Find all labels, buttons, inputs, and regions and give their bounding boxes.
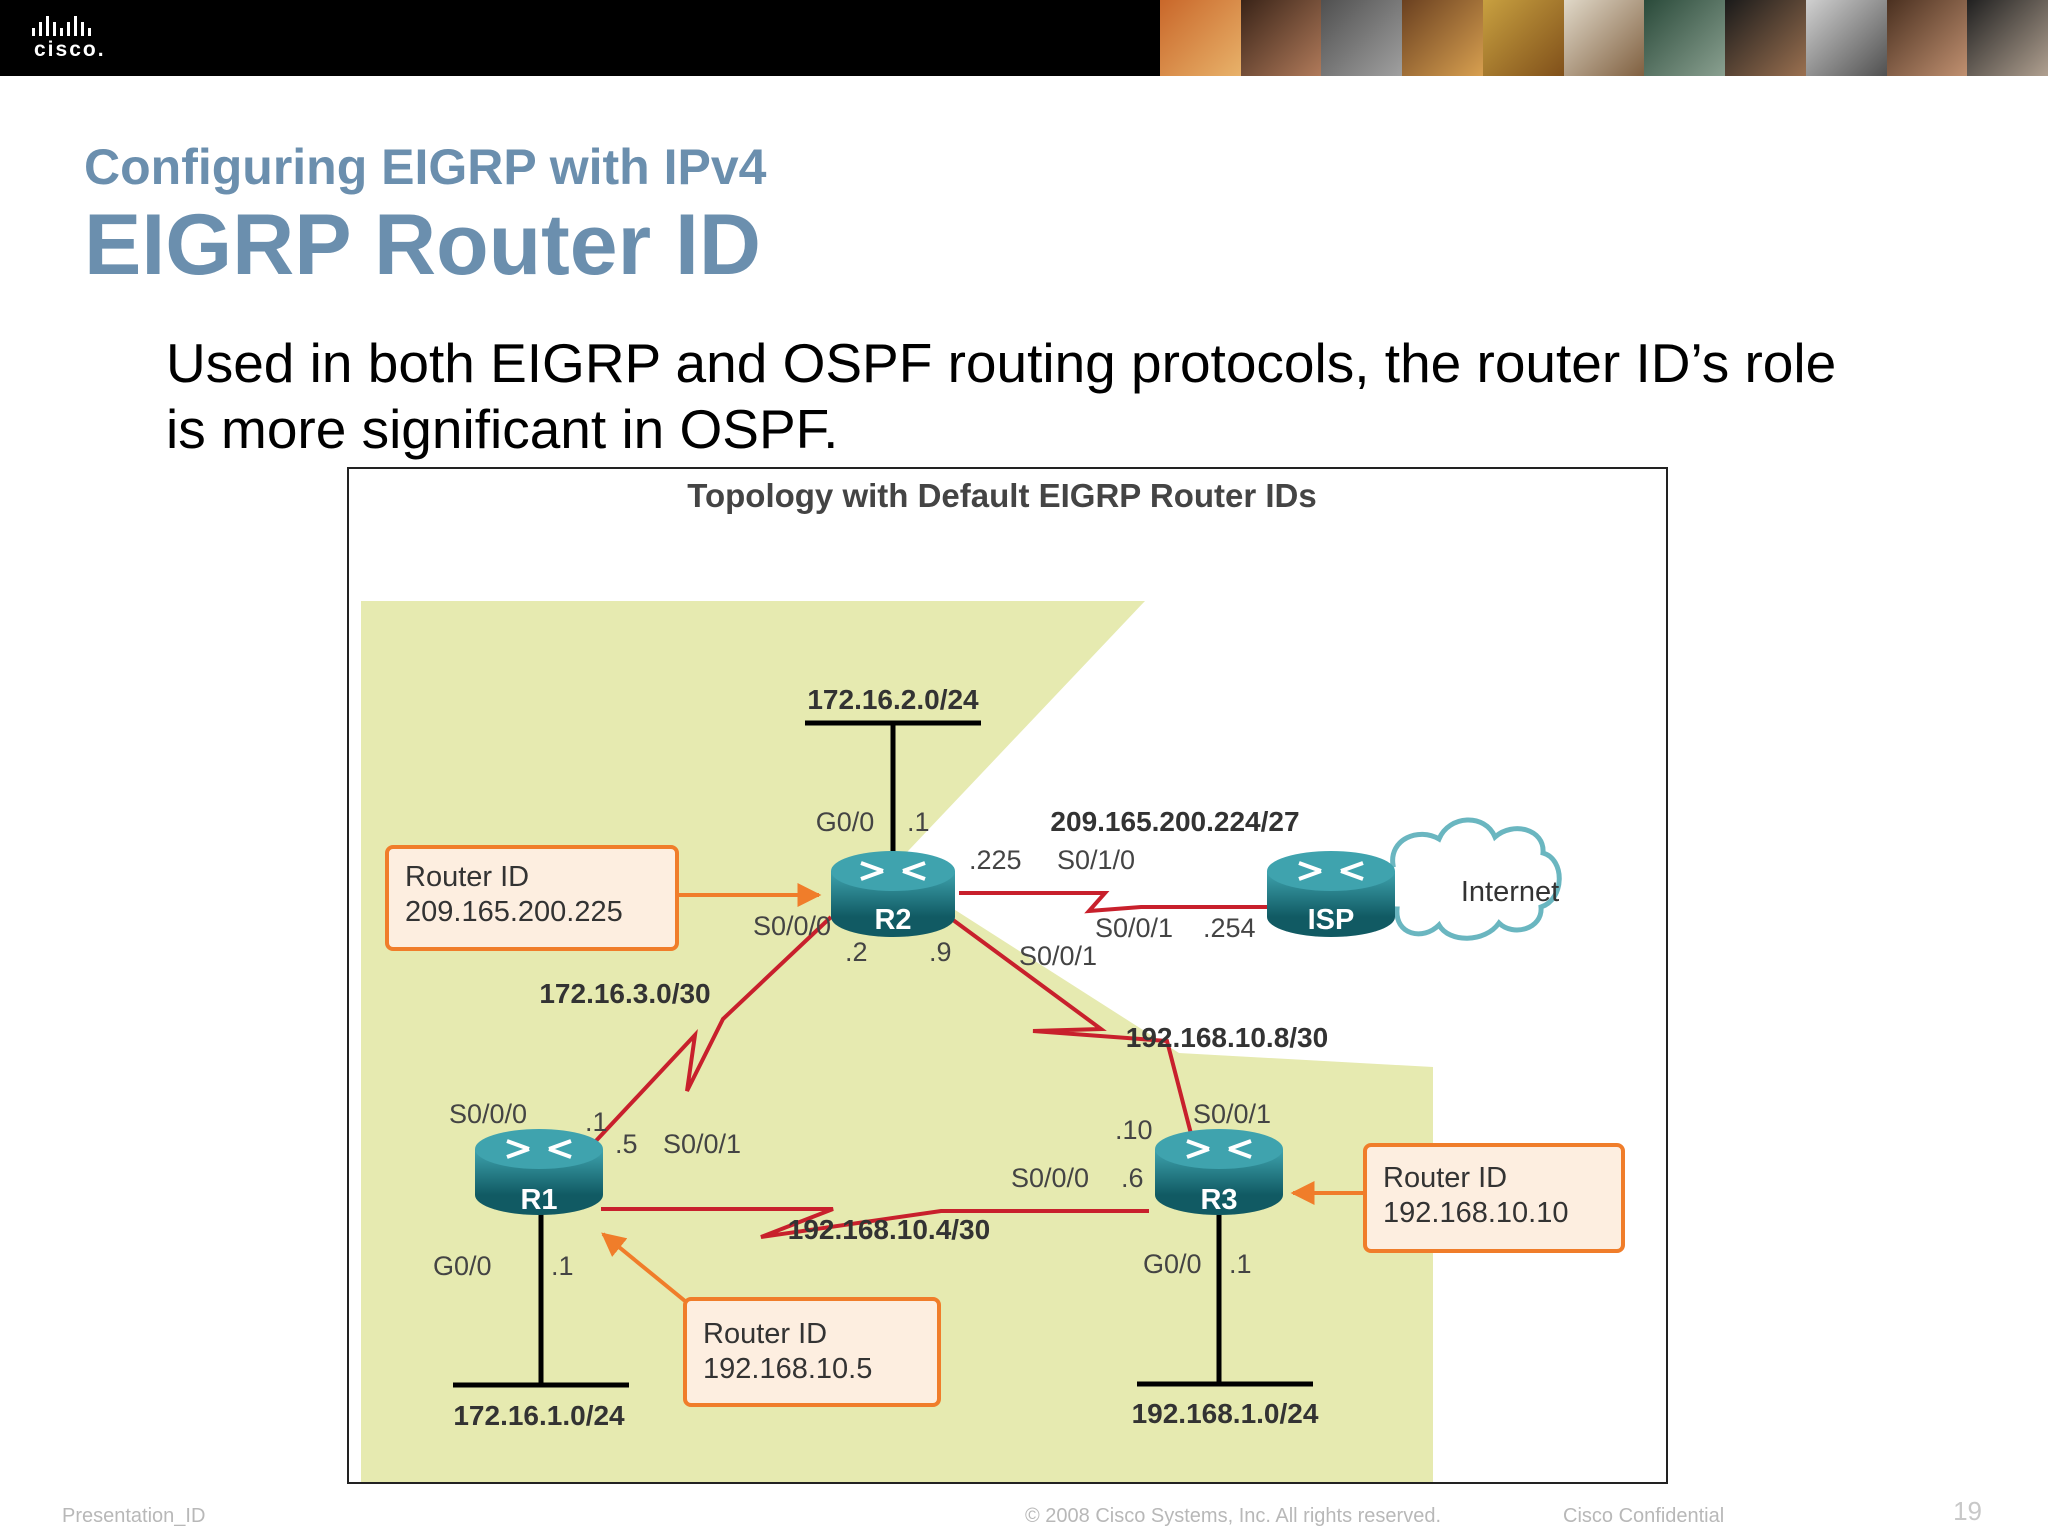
if-r1-s001: S0/0/1 — [663, 1129, 741, 1159]
if-r1-s000-ip: .1 — [585, 1107, 608, 1137]
if-r2-s001: S0/0/1 — [1019, 941, 1097, 971]
if-r2-s001-ip: .9 — [929, 937, 952, 967]
footer-presentation-id: Presentation_ID — [62, 1505, 206, 1527]
if-r2-g00-ip: .1 — [907, 807, 930, 837]
callout-r3-router-id: Router ID 192.168.10.10 — [1363, 1143, 1625, 1253]
serial-link-r1-r3 — [601, 1207, 1149, 1239]
router-r1: R1 — [475, 1129, 603, 1216]
callout-r2-router-id: Router ID 209.165.200.225 — [385, 845, 679, 951]
callout-r2-value: 209.165.200.225 — [405, 896, 623, 928]
if-isp-s001-ip: .254 — [1203, 913, 1256, 943]
callout-r3-label: Router ID — [1383, 1162, 1507, 1194]
if-isp-s001: S0/0/1 — [1095, 913, 1173, 943]
serial-link-r2-r3 — [947, 915, 1199, 1158]
router-r1-label: R1 — [520, 1184, 557, 1216]
if-r1-g00: G0/0 — [433, 1251, 492, 1281]
internet-cloud-icon — [1373, 817, 1562, 941]
if-r3-s000: S0/0/0 — [1011, 1163, 1089, 1193]
eigrp-area — [361, 601, 1433, 1482]
if-r2-g00: G0/0 — [816, 807, 875, 837]
if-r3-s001-ip: .10 — [1115, 1115, 1153, 1145]
network-r1-r2: 172.16.3.0/30 — [539, 978, 710, 1009]
if-r2-s000-ip: .2 — [845, 937, 868, 967]
if-r2-s010-ip: .225 — [969, 845, 1022, 875]
callout-r1-value: 192.168.10.5 — [703, 1353, 872, 1385]
router-isp: ISP — [1267, 851, 1395, 937]
footer-copyright: © 2008 Cisco Systems, Inc. All rights re… — [1025, 1505, 1442, 1527]
if-r3-g00-ip: .1 — [1229, 1249, 1252, 1279]
cisco-wordmark: cisco. — [34, 38, 106, 61]
footer-confidential: Cisco Confidential — [1563, 1505, 1725, 1527]
network-r1-lan: 172.16.1.0/24 — [453, 1400, 625, 1431]
router-cross-icon — [1186, 1139, 1252, 1159]
network-r1-r3: 192.168.10.4/30 — [788, 1214, 990, 1245]
callout-r2-label: Router ID — [405, 861, 529, 893]
router-r2-label: R2 — [874, 904, 911, 936]
network-r3-lan: 192.168.1.0/24 — [1132, 1398, 1319, 1429]
header-bar: cisco. — [0, 0, 2048, 76]
callout-r1-label: Router ID — [703, 1318, 827, 1350]
network-r2-r3: 192.168.10.8/30 — [1126, 1022, 1328, 1053]
router-cross-icon — [1298, 861, 1364, 881]
slide-title: EIGRP Router ID — [84, 197, 761, 293]
router-cross-icon — [506, 1139, 572, 1159]
if-r1-g00-ip: .1 — [551, 1251, 574, 1281]
topology-diagram: Topology with Default EIGRP Router IDs I… — [361, 477, 1625, 1482]
serial-link-r2-r1 — [577, 915, 833, 1161]
router-r2: R2 — [831, 851, 955, 937]
if-r3-g00: G0/0 — [1143, 1249, 1202, 1279]
cisco-logo-icon — [32, 16, 91, 36]
router-r3-label: R3 — [1200, 1184, 1237, 1216]
if-r1-s000: S0/0/0 — [449, 1099, 527, 1129]
if-r2-s000: S0/0/0 — [753, 911, 831, 941]
network-r2-lan: 172.16.2.0/24 — [807, 684, 979, 715]
page-number: 19 — [1953, 1496, 1982, 1526]
callout-r1-arrow — [601, 1232, 687, 1303]
header-photo-strip — [1160, 0, 2048, 76]
if-r2-s010: S0/1/0 — [1057, 845, 1135, 875]
serial-link-r2-isp — [959, 891, 1269, 914]
callout-r3-value: 192.168.10.10 — [1383, 1197, 1568, 1229]
slide-subtitle: Configuring EIGRP with IPv4 — [84, 139, 767, 195]
callout-r1-router-id: Router ID 192.168.10.5 — [683, 1297, 941, 1407]
slide-body-text: Used in both EIGRP and OSPF routing prot… — [166, 332, 1837, 460]
figure-title: Topology with Default EIGRP Router IDs — [687, 477, 1316, 514]
router-isp-label: ISP — [1308, 904, 1355, 936]
topology-figure: Topology with Default EIGRP Router IDs I… — [347, 467, 1668, 1484]
interface-labels: G0/0 .1 .225 S0/1/0 S0/0/1 .254 S0/0/0 .… — [433, 807, 1271, 1281]
router-cross-icon — [860, 861, 926, 881]
router-r3: R3 — [1155, 1129, 1283, 1216]
if-r1-s001-ip: .5 — [615, 1129, 638, 1159]
if-r3-s000-ip: .6 — [1121, 1163, 1144, 1193]
internet-label: Internet — [1461, 876, 1559, 908]
if-r3-s001: S0/0/1 — [1193, 1099, 1271, 1129]
network-isp-link: 209.165.200.224/27 — [1050, 806, 1299, 837]
